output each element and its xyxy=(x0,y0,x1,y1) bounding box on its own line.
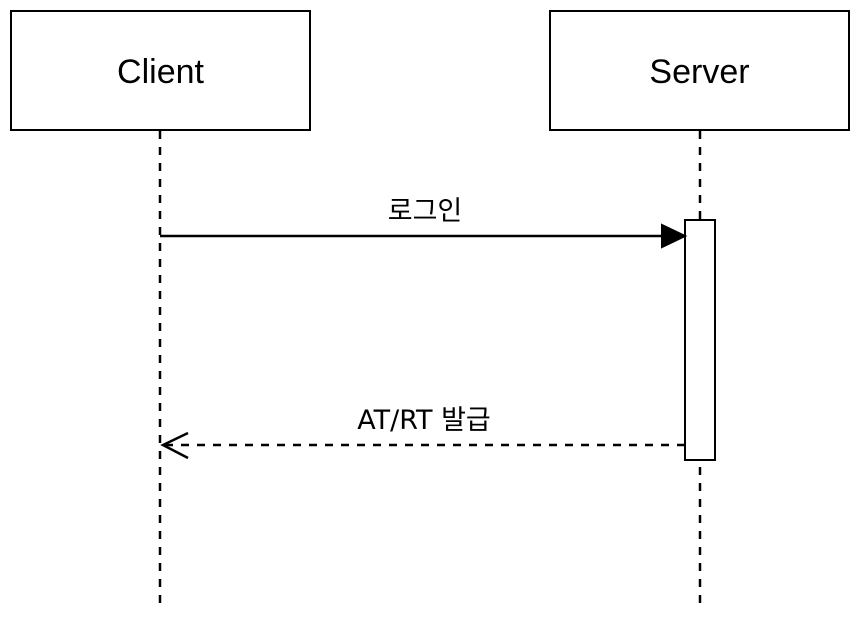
login-message: 로그인 xyxy=(160,196,688,249)
issue-tokens-message-label: AT/RT 발급 xyxy=(357,405,491,436)
login-message-label: 로그인 xyxy=(388,196,463,227)
server-activation-bar xyxy=(684,219,716,461)
server-label: Server xyxy=(649,53,749,91)
server-participant: Server xyxy=(549,10,850,608)
issue-tokens-message: AT/RT 발급 xyxy=(160,405,685,460)
server-box xyxy=(549,10,850,131)
client-box xyxy=(10,10,311,131)
client-label: Client xyxy=(117,53,204,91)
client-participant: Client xyxy=(10,10,311,608)
login-arrow-head xyxy=(661,223,688,249)
issue-tokens-arrow-head xyxy=(160,431,189,460)
